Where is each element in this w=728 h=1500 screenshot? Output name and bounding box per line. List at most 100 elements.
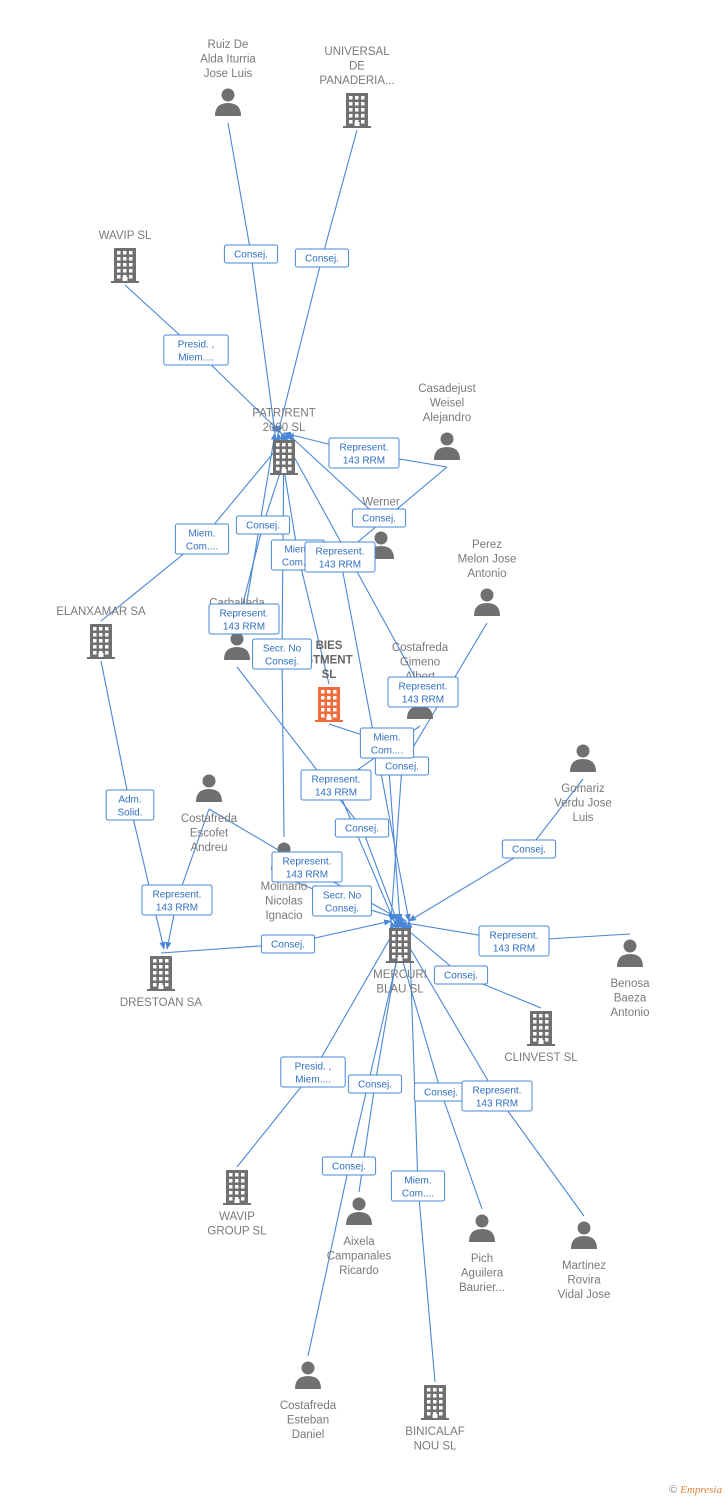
node-clinvest[interactable]: CLINVEST SL: [504, 1011, 578, 1064]
edge-label[interactable]: Consej.: [413, 1082, 469, 1102]
node-label: CLINVEST SL: [504, 1052, 578, 1064]
edge-label[interactable]: Represent. 143 RRM: [328, 437, 400, 469]
edge-label[interactable]: Miem.Com....: [390, 1170, 446, 1202]
edge-label-box[interactable]: [304, 541, 376, 573]
edge-label-box[interactable]: [260, 934, 316, 954]
edge-label-box[interactable]: [174, 523, 230, 555]
edge-label[interactable]: Consej.: [294, 248, 350, 268]
person-icon: [346, 1197, 372, 1225]
edge-label-box[interactable]: [252, 638, 312, 670]
edge-label-box[interactable]: [501, 839, 557, 859]
edge-label[interactable]: Consej.: [223, 244, 279, 264]
edge-label-text: Consej.: [358, 1080, 392, 1091]
edge-label-box[interactable]: [359, 727, 415, 759]
edge-label-box[interactable]: [387, 676, 459, 708]
edge-label[interactable]: Adm.Solid.: [105, 789, 155, 821]
edge-label[interactable]: Represent.143 RRM: [461, 1080, 533, 1112]
edge-label-box[interactable]: [271, 851, 343, 883]
edge-label-box[interactable]: [208, 603, 280, 635]
edge-label[interactable]: Presid. ,Miem....: [280, 1056, 346, 1088]
brand-logo[interactable]: Empresia: [680, 1484, 722, 1496]
building-icon: [111, 248, 139, 283]
edge-label-box[interactable]: [351, 508, 407, 528]
edge-label-box[interactable]: [223, 244, 279, 264]
node-label: Aguilera: [461, 1268, 504, 1280]
edge-label[interactable]: Consej.: [321, 1156, 377, 1176]
node-label: Escofet: [190, 828, 229, 840]
edge-label-text: Represent.: [340, 443, 389, 454]
node-label: Campanales: [327, 1251, 392, 1263]
node-elanxamar[interactable]: ELANXAMAR SA: [56, 606, 146, 659]
edge-label-box[interactable]: [141, 884, 213, 916]
edge-label[interactable]: Consej.: [351, 508, 407, 528]
node-label: Perez: [472, 539, 502, 551]
edge-label-box[interactable]: [105, 789, 155, 821]
edge-label[interactable]: Presid. ,Miem....: [163, 334, 229, 366]
edge-label[interactable]: Consej.: [501, 839, 557, 859]
edge-label[interactable]: Consej.: [235, 515, 291, 535]
edge-label[interactable]: Consej.: [433, 965, 489, 985]
edge-label-box[interactable]: [280, 1056, 346, 1088]
edge-label[interactable]: Represent.143 RRM: [141, 884, 213, 916]
edge-label-box[interactable]: [312, 885, 372, 917]
edge-label[interactable]: Represent.143 RRM: [300, 769, 372, 801]
edge-label-box[interactable]: [347, 1074, 403, 1094]
person-icon: [215, 88, 241, 116]
edge-label-box[interactable]: [300, 769, 372, 801]
edge-label-box[interactable]: [461, 1080, 533, 1112]
edge-label[interactable]: Miem.Com....: [359, 727, 415, 759]
edge-label[interactable]: Consej.: [374, 756, 430, 776]
edge-label-text: 143 RRM: [476, 1099, 518, 1110]
node-wavip[interactable]: WAVIP SL: [99, 230, 152, 283]
edge-label-box[interactable]: [390, 1170, 446, 1202]
edge-label-box[interactable]: [433, 965, 489, 985]
edge-label-box[interactable]: [235, 515, 291, 535]
edge-label-box[interactable]: [294, 248, 350, 268]
edge-label[interactable]: Represent.143 RRM: [478, 925, 550, 957]
node-label: Costafreda: [181, 813, 238, 825]
edge-label-box[interactable]: [328, 437, 400, 469]
edge-label-box[interactable]: [334, 818, 390, 838]
edge-label[interactable]: Represent.143 RRM: [304, 541, 376, 573]
node-label: UNIVERSAL: [324, 46, 390, 58]
edge-label[interactable]: Consej.: [334, 818, 390, 838]
edge-label[interactable]: Represent.143 RRM: [208, 603, 280, 635]
copyright-icon: ©: [669, 1484, 678, 1496]
node-universal[interactable]: UNIVERSALDEPANADERIA...: [319, 46, 395, 128]
edge-label-box[interactable]: [478, 925, 550, 957]
edge-label-text: Presid. ,: [178, 340, 215, 351]
node-label: Costafreda: [392, 642, 449, 654]
person-icon: [570, 744, 596, 772]
edge-label[interactable]: Consej.: [347, 1074, 403, 1094]
node-label: Gomariz: [561, 783, 605, 795]
node-label: ELANXAMAR SA: [56, 606, 146, 618]
edge-label-box[interactable]: [163, 334, 229, 366]
node-label: PANADERIA...: [319, 75, 394, 87]
person-icon: [434, 432, 460, 460]
edge-label-box[interactable]: [321, 1156, 377, 1176]
edge-label-text: 143 RRM: [343, 456, 385, 467]
node-drestoan[interactable]: DRESTOAN SA: [120, 956, 203, 1009]
node-label: 2000 SL: [263, 422, 306, 434]
node-pich[interactable]: PichAguileraBaurier...: [459, 1214, 505, 1295]
edge-label[interactable]: Represent.143 RRM: [387, 676, 459, 708]
edge-label[interactable]: Represent.143 RRM: [271, 851, 343, 883]
edge-label[interactable]: Miem.Com....: [174, 523, 230, 555]
edge-label[interactable]: Consej.: [260, 934, 316, 954]
